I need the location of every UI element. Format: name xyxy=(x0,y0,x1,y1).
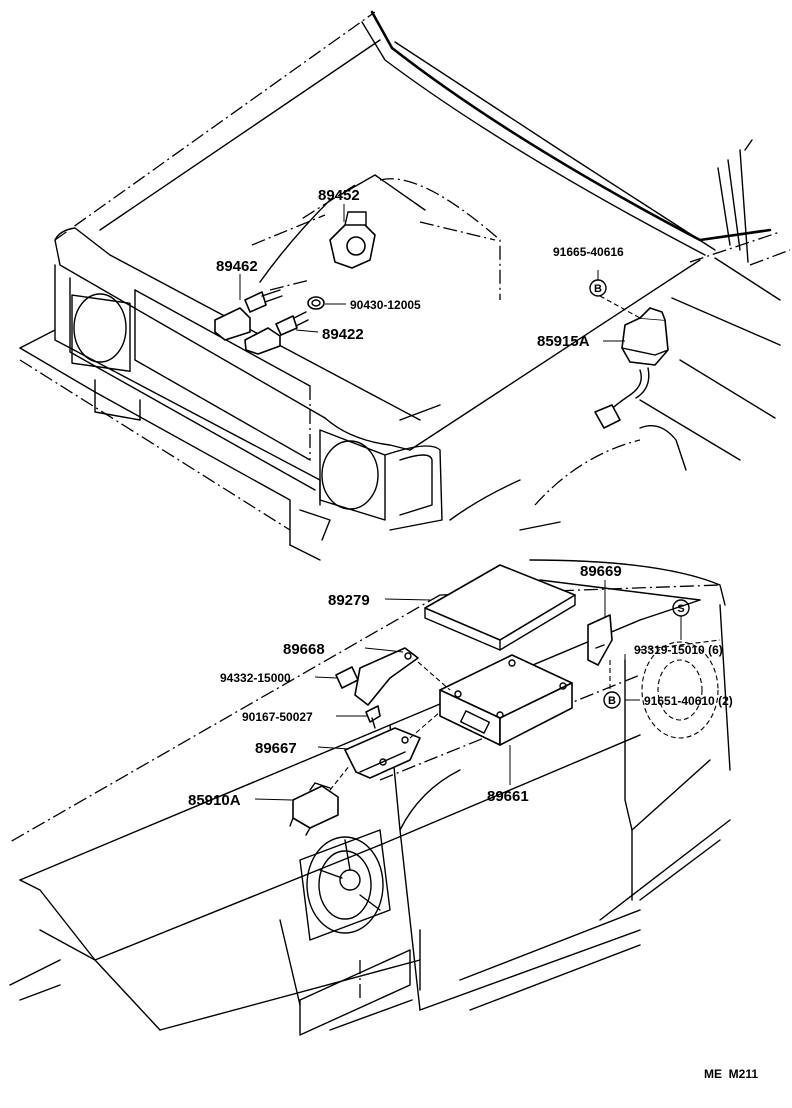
part-label-89279: 89279 xyxy=(328,592,370,609)
part-label-89462: 89462 xyxy=(216,258,258,275)
part-label-89661: 89661 xyxy=(487,788,529,805)
callout-s-label: S xyxy=(677,603,684,615)
callout-b-upper-label: B xyxy=(594,283,602,295)
part-label-90167-50027: 90167-50027 xyxy=(242,710,313,724)
switch-89462-shape xyxy=(214,289,283,341)
screw-90167-shape xyxy=(365,705,381,729)
connector-85910A-shape xyxy=(289,782,339,836)
part-label-89668: 89668 xyxy=(283,641,325,658)
part-label-85910A: 85910A xyxy=(188,792,241,809)
part-label-94332-15000: 94332-15000 xyxy=(220,671,291,685)
lower-vehicle-outline xyxy=(9,559,731,1036)
relay-85915A-shape xyxy=(594,307,669,429)
part-label-89669: 89669 xyxy=(580,563,622,580)
part-label-89667: 89667 xyxy=(255,740,297,757)
nut-94332-shape xyxy=(335,666,359,689)
part-label-89422: 89422 xyxy=(322,326,364,343)
part-label-91665-40616: 91665-40616 xyxy=(553,245,624,259)
part-label-90430-12005: 90430-12005 xyxy=(350,298,421,312)
gasket-90430-shape xyxy=(307,296,325,310)
bracket-89669-shape xyxy=(587,614,613,666)
callout-b-upper: B xyxy=(589,279,607,297)
lower-leader-lines xyxy=(254,580,682,801)
callout-s: S xyxy=(672,599,690,617)
switch-89422-shape xyxy=(244,311,309,355)
diagram-code: ME M211 xyxy=(704,1067,758,1081)
pad-89279-shape xyxy=(424,564,576,651)
part-label-91651-40610: 91651-40610 (2) xyxy=(644,694,733,708)
upper-vehicle-outline xyxy=(19,10,791,561)
callout-b-lower: B xyxy=(603,691,621,709)
part-label-89452: 89452 xyxy=(318,187,360,204)
ecu-89661-shape xyxy=(439,654,573,746)
bracket-89668-shape xyxy=(354,647,419,706)
sensor-89452-shape xyxy=(329,211,376,269)
part-label-93319-15010: 93319-15010 (6) xyxy=(634,643,723,657)
callout-b-lower-label: B xyxy=(608,695,616,707)
bracket-89667-shape xyxy=(344,727,421,779)
upper-leader-lines xyxy=(239,204,641,342)
part-label-85915A: 85915A xyxy=(537,333,590,350)
